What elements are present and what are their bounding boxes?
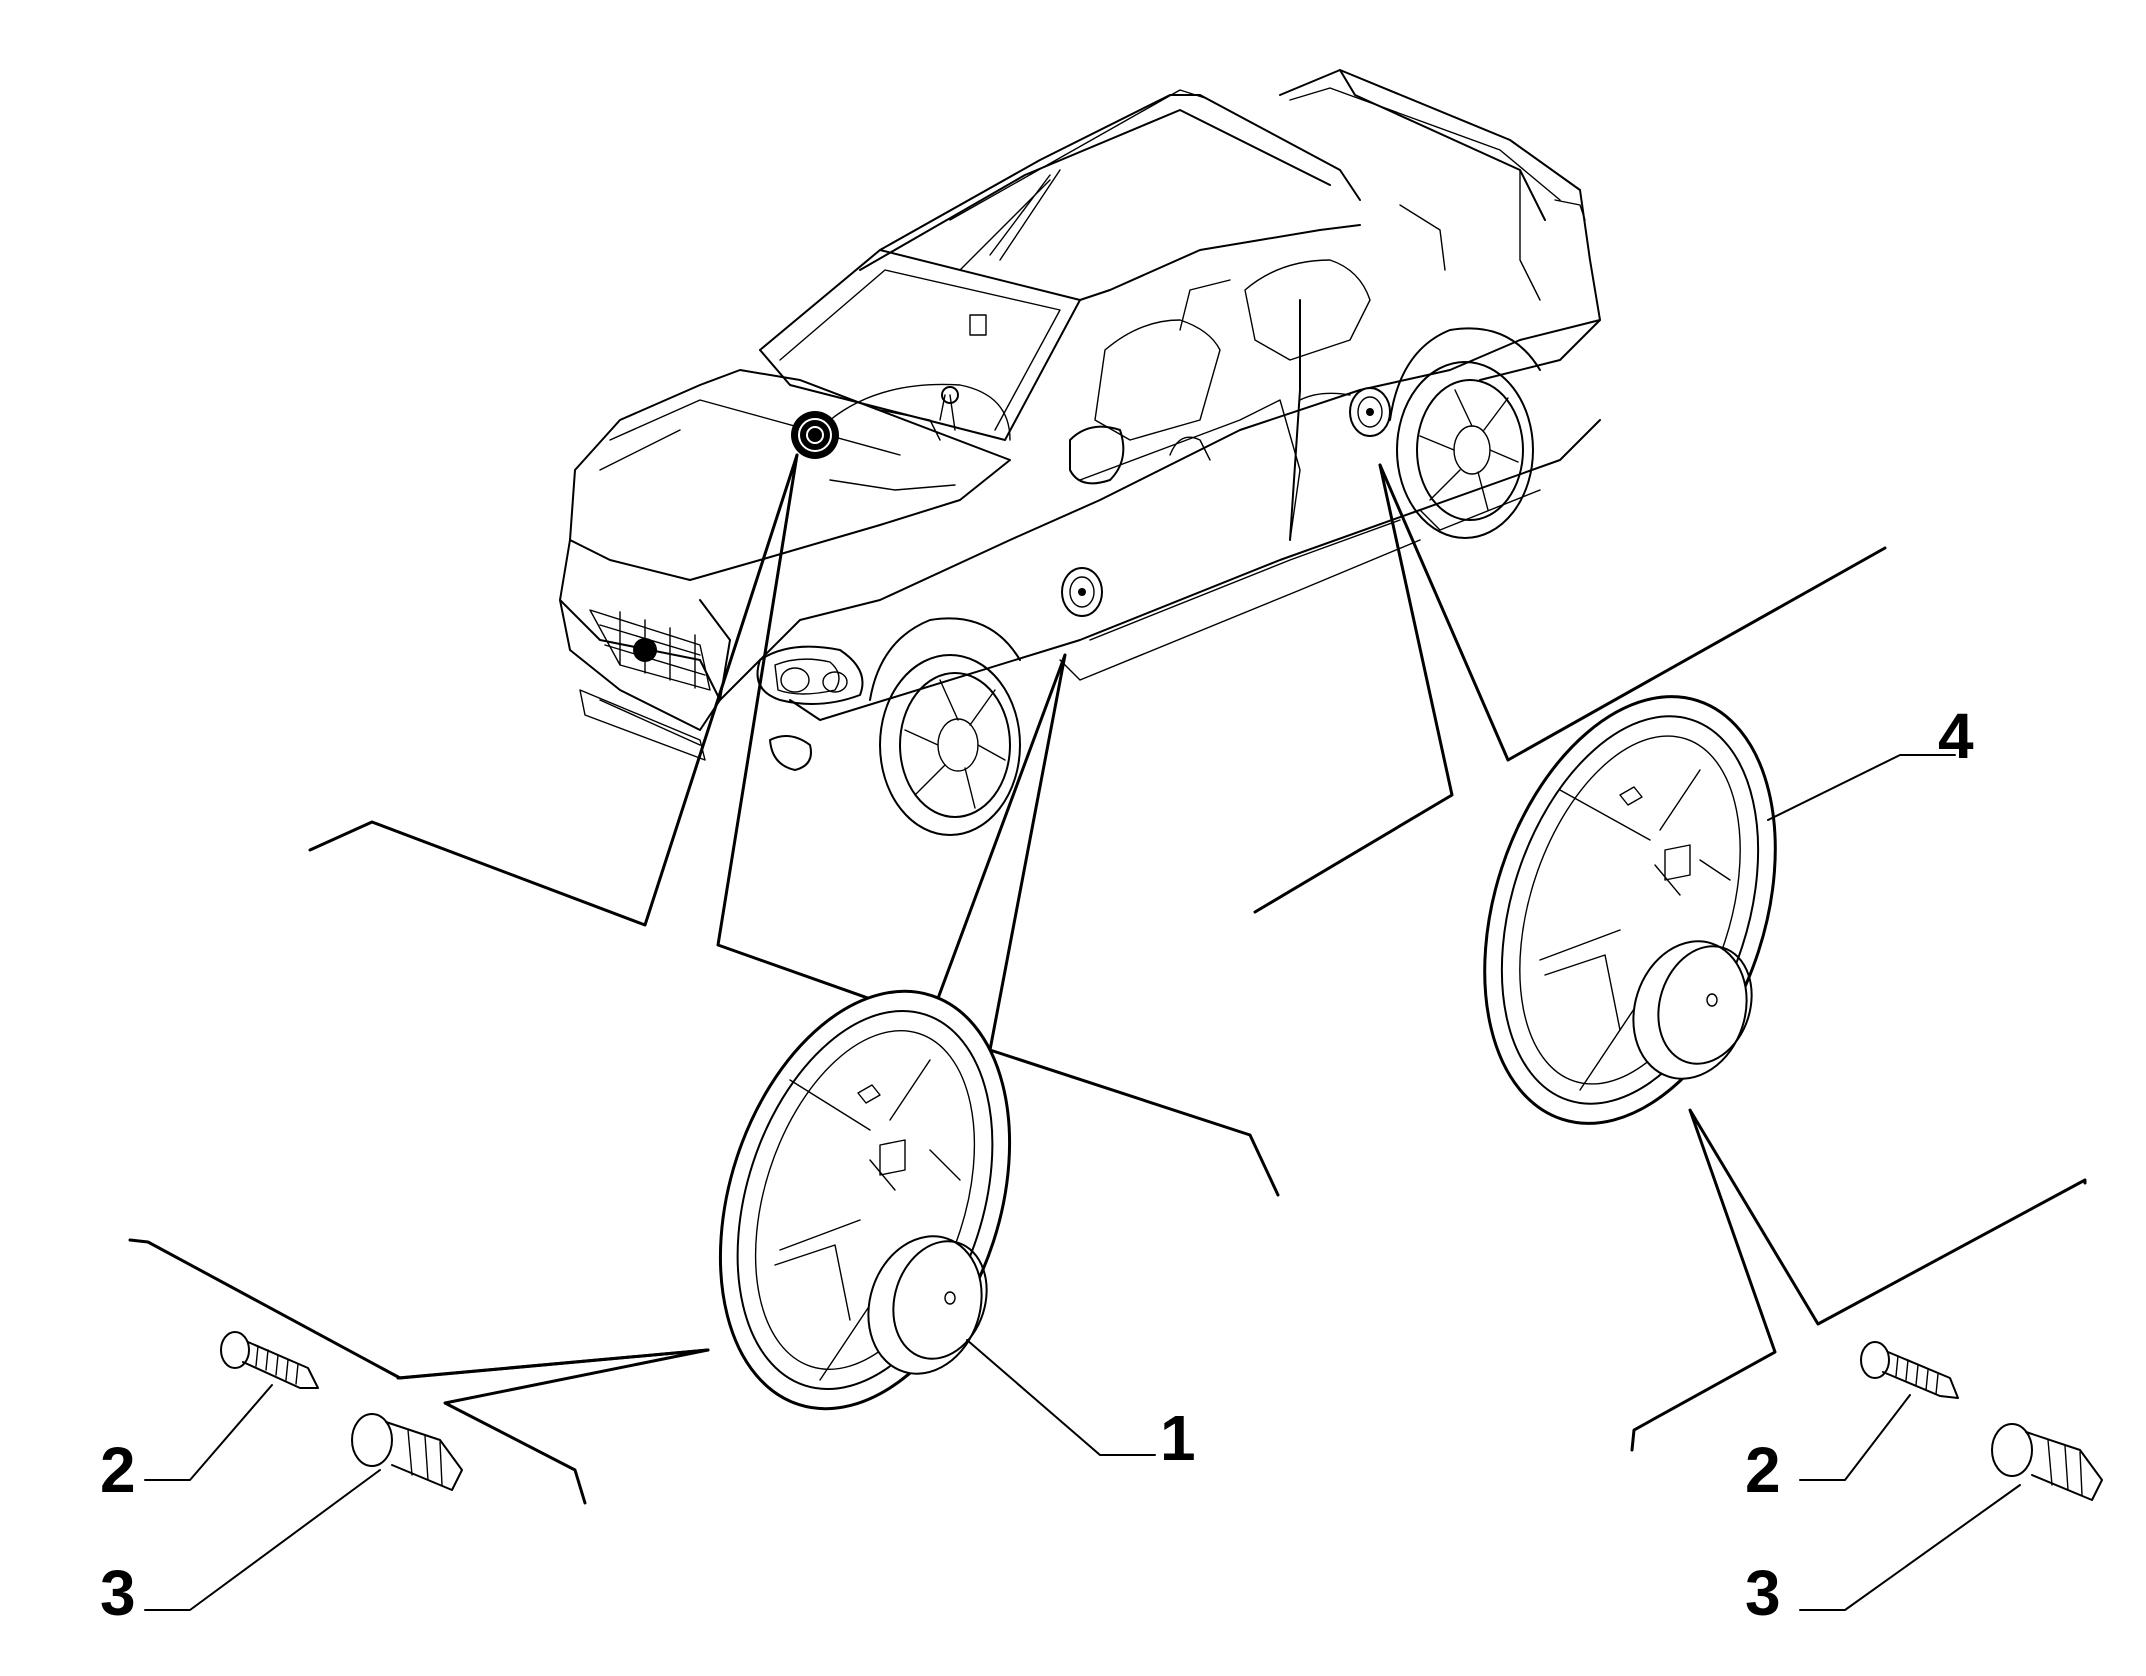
cargo-bed [1279, 69, 1601, 381]
rear-wheel [1389, 327, 1541, 539]
callout-3-left: 3 [100, 1469, 381, 1629]
callout-label-2-left: 2 [100, 1434, 136, 1506]
callout-label-1: 1 [1160, 1402, 1196, 1474]
callout-4: 4 [1767, 700, 1974, 821]
callout-label-3-left: 3 [100, 1557, 136, 1629]
front-speaker-part [718, 989, 1012, 1411]
callout-label-3-right: 3 [1745, 1557, 1781, 1629]
rear-door-speaker-marker [1349, 387, 1391, 437]
front-wheel [869, 617, 1021, 836]
side-mirror [1069, 425, 1125, 485]
callout-2-left: 2 [100, 1384, 273, 1506]
windshield [759, 179, 1111, 441]
front-grille [559, 539, 731, 761]
callout-1: 1 [966, 1339, 1196, 1474]
pickup-truck-illustration [559, 69, 1601, 836]
leader-lines [128, 453, 2087, 1505]
callout-label-4: 4 [1938, 700, 1974, 772]
roof [859, 89, 1361, 291]
callout-3-right: 3 [1745, 1484, 2021, 1629]
callout-2-right: 2 [1745, 1394, 1911, 1506]
left-screw-part [220, 1331, 319, 1389]
front-door-speaker-marker [1061, 567, 1103, 617]
callout-label-2-right: 2 [1745, 1434, 1781, 1506]
dash-speaker-marker [791, 411, 839, 459]
right-screw-part [1860, 1341, 1959, 1399]
left-clip-part [351, 1413, 463, 1491]
interior [829, 259, 1371, 441]
headlights [756, 645, 864, 771]
rear-speaker-part [1483, 695, 1777, 1125]
body-side [719, 299, 1601, 721]
right-clip-part [1991, 1423, 2103, 1501]
